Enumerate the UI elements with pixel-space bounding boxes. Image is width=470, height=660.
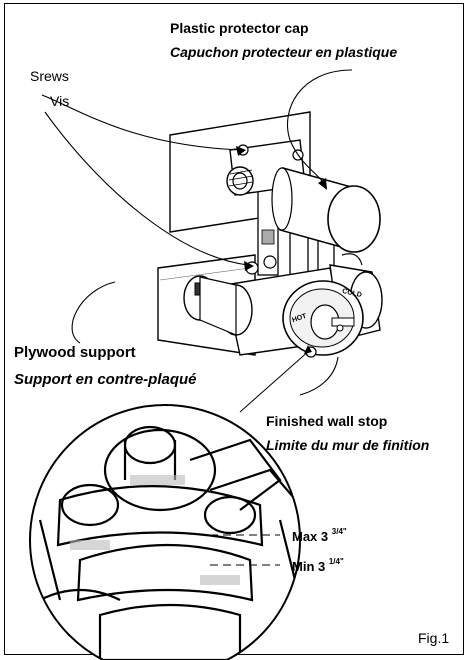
min-dimension-label: Min 3 1/4" xyxy=(292,557,344,574)
zoom-connector-left xyxy=(239,349,311,413)
plywood-label-en: Plywood support xyxy=(14,344,136,361)
figure-label: Fig.1 xyxy=(418,630,450,646)
max-dimension-label: Max 3 3/4" xyxy=(292,527,347,544)
detail-magnifier xyxy=(29,404,301,660)
screws-label-en: Srews xyxy=(30,68,69,84)
arrowheads xyxy=(236,146,327,354)
leader-lines xyxy=(41,69,353,396)
wall-stop-label-en: Finished wall stop xyxy=(266,413,388,429)
protector-cap xyxy=(271,167,381,253)
max-dimension-fraction: 3/4" xyxy=(331,527,347,536)
wall-stop-label-fr: Limite du mur de finition xyxy=(266,437,430,453)
max-dimension-value: Max 3 xyxy=(292,529,329,544)
min-dimension-fraction: 1/4" xyxy=(328,557,344,566)
screws-label-fr: Vis xyxy=(50,93,70,109)
cap-label-fr: Capuchon protecteur en plastique xyxy=(170,44,398,60)
min-dimension-value: Min 3 xyxy=(292,559,326,574)
lower-valve-body xyxy=(183,253,383,358)
plywood-label-fr: Support en contre-plaqué xyxy=(14,371,197,388)
cap-label-en: Plastic protector cap xyxy=(170,20,309,36)
